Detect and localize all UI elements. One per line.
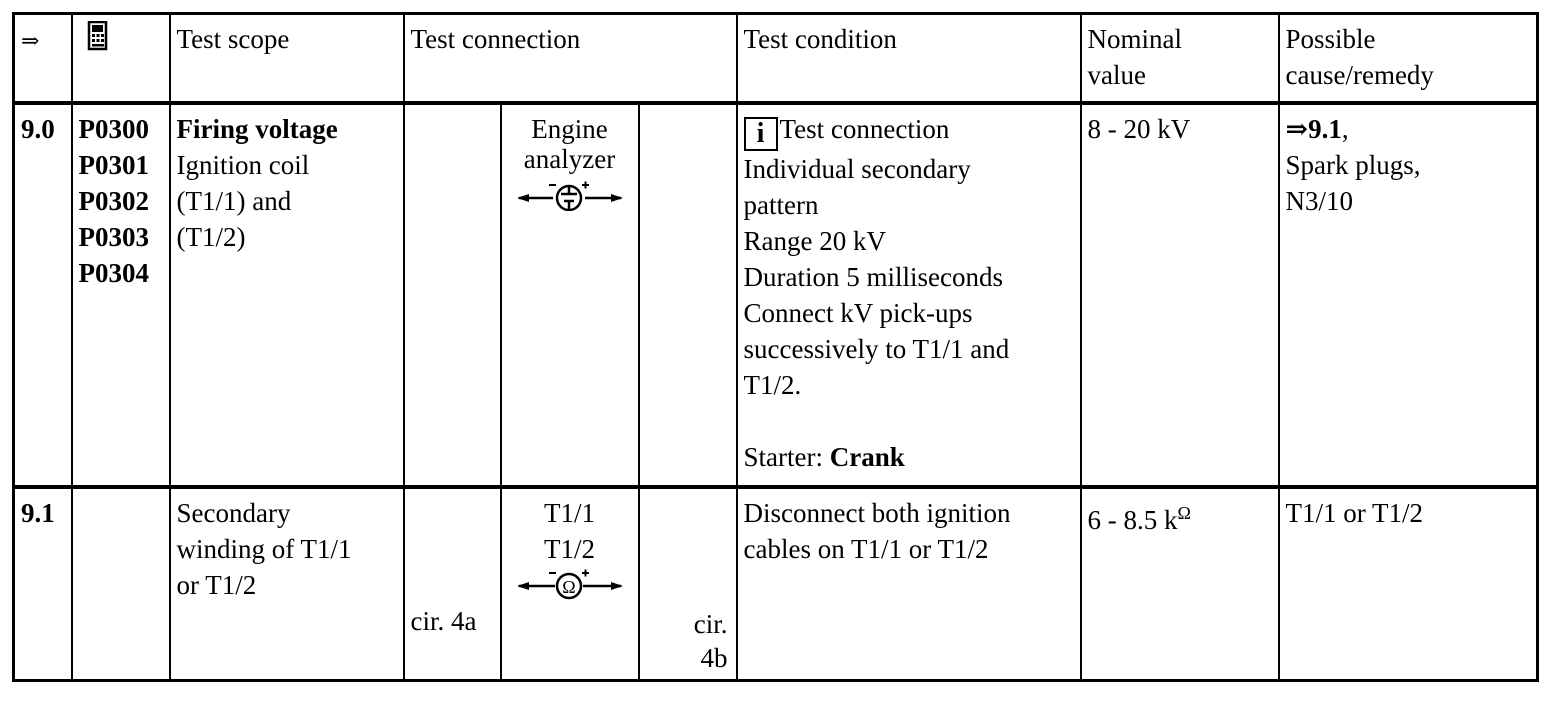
nominal-value: 6 - 8.5 kΩ (1079, 486, 1280, 682)
header-cause: Possible cause/remedy (1277, 12, 1540, 105)
header-condition: Test condition (735, 12, 1082, 105)
connection-right: cir. 4b (637, 486, 738, 682)
possible-cause: T1/1 or T1/2 (1277, 486, 1540, 682)
test-scope: Secondary winding of T1/1 or T1/2 (168, 486, 405, 682)
test-procedure-table: ⇒ Test scope Test connection Test condit… (12, 12, 1540, 682)
step-number: 9.1 (12, 486, 73, 682)
step-number: 9.0 (12, 102, 73, 489)
header-nominal: Nominal value (1079, 12, 1280, 105)
table-row: 9.0 P0300 P0301 P0302 P0303 P0304 Firing… (12, 102, 1540, 489)
header-scope: Test scope (168, 12, 405, 105)
fault-code: P0300 (78, 114, 150, 144)
connection-left (402, 102, 502, 489)
ohmmeter-icon: Ω (508, 567, 632, 601)
connection-device: Engine analyzer (499, 102, 640, 489)
fault-code: P0302 (78, 186, 150, 216)
header-arrow: ⇒ (12, 12, 73, 105)
ohm-unit: Ω (1177, 503, 1191, 523)
scope-title: Firing voltage (176, 114, 338, 144)
fault-codes (70, 486, 171, 682)
fault-code: P0301 (78, 150, 150, 180)
fault-code: P0303 (78, 222, 150, 252)
engine-analyzer-icon (508, 177, 632, 211)
circuit-label: cir. 4a (410, 606, 477, 636)
connection-right (637, 102, 738, 489)
info-icon: i (743, 117, 778, 151)
connection-left: cir. 4a (402, 486, 502, 682)
fault-codes: P0300 P0301 P0302 P0303 P0304 (70, 102, 171, 489)
test-condition: Disconnect both ignition cables on T1/1 … (735, 486, 1082, 682)
fault-code: P0304 (78, 258, 150, 288)
header-tester (70, 12, 171, 105)
diagnostic-tester-icon (79, 21, 163, 51)
possible-cause: ⇒9.1, Spark plugs, N3/10 (1277, 102, 1540, 489)
cause-reference: ⇒9.1 (1285, 114, 1342, 144)
header-row: ⇒ Test scope Test connection Test condit… (12, 12, 1540, 105)
connection-device: T1/1 T1/2 Ω (499, 486, 640, 682)
svg-text:Ω: Ω (562, 577, 575, 597)
table-row: 9.1 Secondary winding of T1/1 or T1/2 ci… (12, 486, 1540, 682)
header-connection: Test connection (402, 12, 738, 105)
nominal-value: 8 - 20 kV (1079, 102, 1280, 489)
test-scope: Firing voltage Ignition coil (T1/1) and … (168, 102, 405, 489)
circuit-label: cir. 4b (693, 609, 728, 673)
